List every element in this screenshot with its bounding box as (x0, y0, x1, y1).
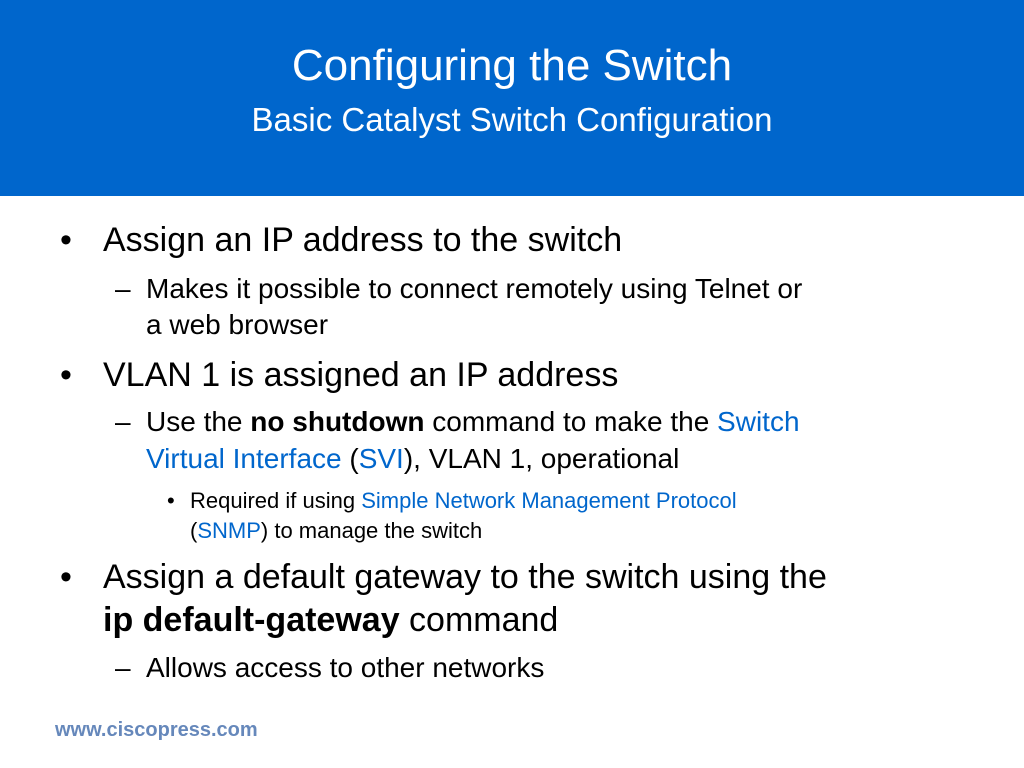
bullet-marker: • (60, 221, 72, 259)
open-paren: ( (190, 518, 198, 543)
slide-subtitle: Basic Catalyst Switch Configuration (251, 101, 773, 138)
sub-bullet-text-post: ), VLAN 1, operational (403, 443, 680, 474)
term-link-switch[interactable]: Switch (717, 406, 800, 437)
bullet-text-post: command (399, 601, 559, 639)
sub-bullet-text-mid: command to make the (424, 406, 718, 437)
bullet-marker: • (60, 558, 72, 596)
command-no-shutdown: no shutdown (250, 406, 425, 437)
bullet-marker: • (60, 356, 72, 394)
term-link-snmp-full[interactable]: Simple Network Management Protocol (361, 488, 737, 513)
sub-bullet-text: Makes it possible to connect remotely us… (146, 273, 803, 304)
open-paren: ( (341, 443, 359, 474)
sub-sub-bullet-text-continued: (SNMP) to manage the switch (190, 517, 482, 545)
slide-title: Configuring the Switch (291, 41, 733, 90)
sub-sub-bullet-post: ) to manage the switch (260, 518, 483, 543)
sub-sub-bullet-marker: • (167, 488, 175, 513)
term-link-svi[interactable]: SVI (358, 443, 404, 474)
footer-url[interactable]: www.ciscopress.com (55, 719, 258, 741)
slide-header: Configuring the Switch Basic Catalyst Sw… (0, 0, 1024, 196)
sub-bullet-text: Use the no shutdown command to make the … (146, 405, 800, 439)
sub-bullet-marker: – (115, 406, 131, 437)
term-link-snmp[interactable]: SNMP (197, 518, 261, 543)
sub-bullet-marker: – (115, 652, 131, 683)
bullet-text: Assign a default gateway to the switch u… (103, 558, 827, 596)
sub-bullet-text-pre: Use the (146, 406, 251, 437)
sub-bullet-marker: – (115, 273, 131, 304)
bullet-text: Assign an IP address to the switch (103, 221, 623, 259)
sub-bullet-text-continued: a web browser (146, 309, 329, 340)
sub-bullet-text-continued: Virtual Interface (SVI), VLAN 1, operati… (146, 442, 679, 476)
sub-sub-bullet-pre: Required if using (190, 488, 362, 513)
sub-bullet-text: Allows access to other networks (146, 652, 545, 683)
command-ip-default-gateway: ip default-gateway (103, 601, 400, 639)
term-link-virtual-interface[interactable]: Virtual Interface (146, 443, 342, 474)
bullet-text: VLAN 1 is assigned an IP address (103, 356, 619, 394)
sub-sub-bullet-text: Required if using Simple Network Managem… (190, 487, 737, 515)
bullet-text-continued: ip default-gateway command (103, 600, 558, 640)
